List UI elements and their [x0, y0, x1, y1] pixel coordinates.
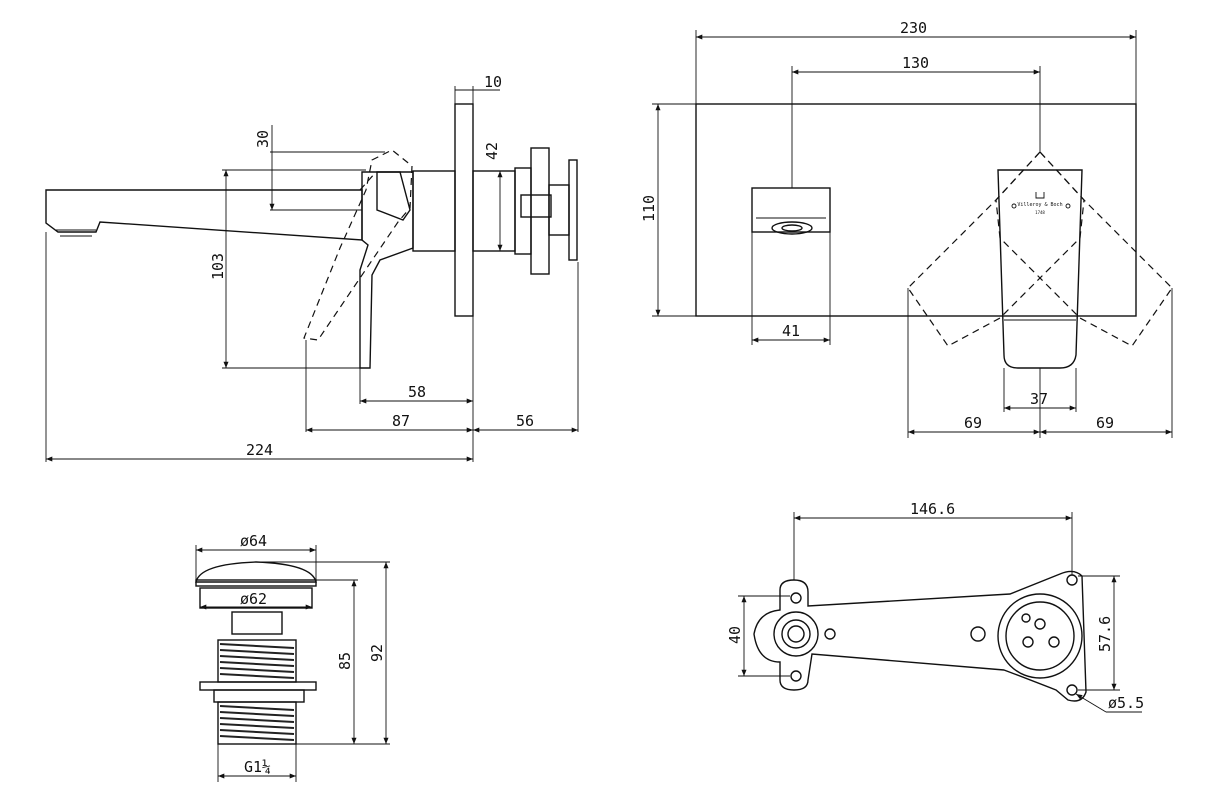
dim-cap-diameter: ø64	[240, 532, 267, 550]
dim-wall-to-handle-tip: 87	[392, 412, 410, 430]
logo-year: 1748	[1035, 210, 1045, 215]
dim-bracket-right-height: 57.6	[1096, 616, 1114, 652]
spout-outlet	[751, 187, 831, 235]
waste-view: ø64 ø62 85 92 G1¼	[195, 532, 390, 782]
dim-handle-width: 37	[1030, 390, 1048, 408]
handle-alt-position	[303, 149, 413, 341]
dim-bracket-left-height: 40	[726, 626, 744, 644]
cartridge	[472, 147, 578, 275]
dim-handle-height: 103	[209, 253, 227, 280]
logo-brand: Villeroy & Boch	[1017, 202, 1062, 208]
dim-plate-width: 230	[900, 19, 927, 37]
front-handle: Villeroy & Boch 1748	[997, 169, 1083, 369]
dim-handle-swing-right: 69	[1096, 414, 1114, 432]
dim-handle-angle: 30	[254, 130, 272, 148]
handle	[359, 171, 414, 369]
dim-hole-diameter: ø5.5	[1108, 694, 1144, 712]
wall-plate	[454, 103, 474, 317]
dim-body-diameter-waste: ø62	[240, 590, 267, 608]
dim-height-inner: 85	[336, 652, 354, 670]
handle-swing-paths	[907, 151, 1173, 347]
dim-bracket-length: 146.6	[910, 500, 955, 518]
spout	[45, 189, 363, 241]
waste-lower-thread	[217, 701, 297, 745]
bracket-view: 146.6 40 57.6 ø5.5	[726, 500, 1144, 713]
dim-wall-to-handle: 58	[408, 383, 426, 401]
bracket-round-body	[997, 593, 1083, 679]
bracket-plate	[753, 570, 1087, 702]
valve-body	[412, 170, 456, 252]
dim-behind-wall-depth: 56	[516, 412, 534, 430]
dim-plate-height: 110	[640, 195, 658, 222]
dim-body-diameter: 42	[483, 142, 501, 160]
cover-plate	[695, 103, 1137, 317]
side-view: 10 30 42 103 58 87 56 224	[45, 73, 579, 462]
dim-flange-thickness: 10	[484, 73, 502, 91]
front-view: Villeroy & Boch 1748 230 130 110 41	[640, 19, 1173, 438]
dim-spout-width: 41	[782, 322, 800, 340]
dim-spout-projection: 224	[246, 441, 273, 459]
waste-cap	[195, 561, 317, 583]
dim-thread: G1¼	[244, 758, 271, 776]
waste-upper-thread	[217, 639, 297, 683]
dim-height-total: 92	[368, 644, 386, 662]
dim-centre-distance: 130	[902, 54, 929, 72]
dim-handle-swing-left: 69	[964, 414, 982, 432]
